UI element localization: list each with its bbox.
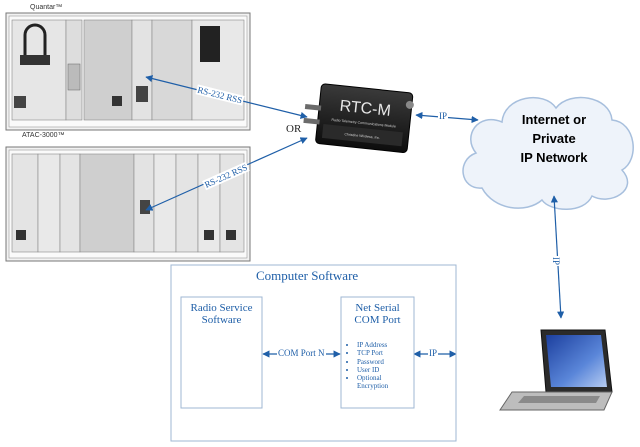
- ip-software-label: IP: [428, 348, 439, 358]
- atac-rack: [5, 146, 251, 262]
- net-serial-line-2: COM Port: [354, 314, 401, 326]
- atac-label: ATAC-3000™: [22, 132, 65, 139]
- net-serial-title: Net Serial COM Port: [341, 302, 414, 326]
- com-port-label: COM Port N: [277, 348, 326, 358]
- rtc-m-device: RTC-M Radio Telemetry Communications Mod…: [303, 83, 414, 153]
- device-subtitle: Radio Telemetry Communications Module: [331, 118, 396, 129]
- cloud-line-3: IP Network: [520, 150, 588, 165]
- radio-service-box: [180, 296, 263, 409]
- radio-service-title: Radio Service Software: [181, 302, 262, 326]
- feature-tcp-port: TCP Port: [357, 349, 409, 357]
- ip-device-cloud-label: IP: [438, 111, 449, 121]
- net-serial-box: [340, 296, 415, 409]
- net-serial-feature-list: IP Address TCP Port Password User ID Opt…: [347, 341, 409, 391]
- radio-service-line-2: Software: [201, 314, 242, 326]
- net-serial-line-1: Net Serial: [355, 302, 400, 314]
- cloud-line-1: Internet or: [521, 112, 587, 127]
- quantar-label: Quantar™: [30, 4, 63, 11]
- computer-software-title: Computer Software: [256, 268, 359, 283]
- device-name: RTC-M: [339, 98, 392, 120]
- feature-password: Password: [357, 358, 409, 366]
- feature-optional-encryption: Optional Encryption: [357, 374, 409, 391]
- feature-user-id: User ID: [357, 366, 409, 374]
- cloud-line-2: Private: [532, 131, 576, 146]
- device-maker: Christine Wireless, Inc.: [344, 132, 380, 140]
- radio-service-line-1: Radio Service: [190, 302, 253, 314]
- feature-ip-address: IP Address: [357, 341, 409, 349]
- computer-software-box: [170, 264, 457, 442]
- quantar-rack: [5, 12, 251, 131]
- ip-cloud-laptop-label: IP: [551, 255, 562, 267]
- cloud-label: Internet or Private IP Network: [510, 110, 598, 167]
- or-label: OR: [286, 123, 302, 135]
- laptop-icon: [499, 329, 613, 411]
